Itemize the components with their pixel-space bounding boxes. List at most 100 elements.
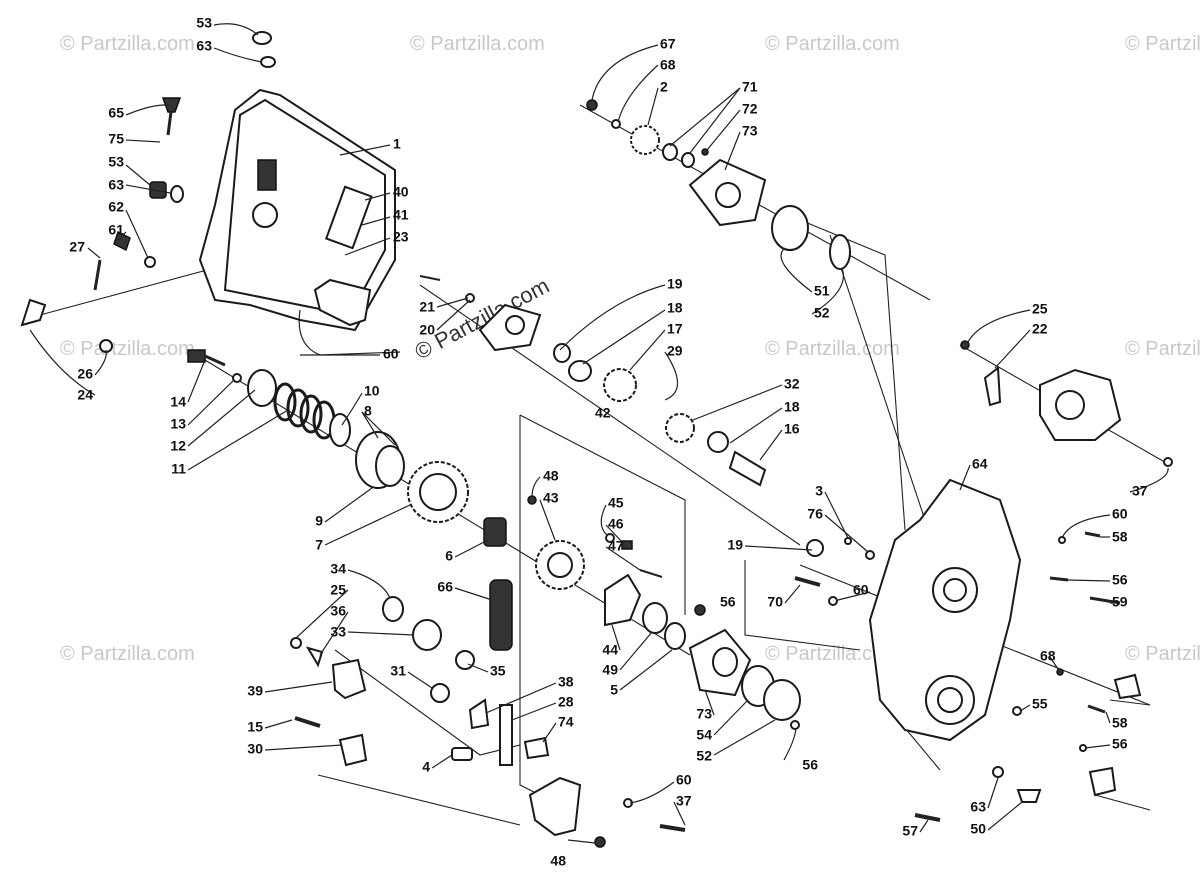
callout-30: 30	[247, 741, 263, 757]
spring	[273, 382, 336, 440]
callout-56: 56	[1112, 736, 1128, 752]
callout-6: 6	[445, 548, 453, 564]
callout-58: 58	[1112, 529, 1128, 545]
watermark: © Partzilla.com	[60, 33, 195, 55]
callout-2: 2	[660, 79, 668, 95]
callout-74: 74	[558, 714, 574, 730]
callout-58: 58	[1112, 715, 1128, 731]
callout-3: 3	[815, 483, 823, 499]
callout-12: 12	[170, 438, 186, 454]
callout-61: 61	[108, 222, 124, 238]
callout-26: 26	[77, 366, 93, 382]
watermark: © Partzilla.com	[60, 643, 195, 665]
callout-67: 67	[660, 36, 676, 52]
callout-43: 43	[543, 490, 559, 506]
callout-48: 48	[543, 468, 559, 484]
callout-24: 24	[77, 387, 93, 403]
callout-46: 46	[608, 516, 624, 532]
callout-76: 76	[807, 506, 823, 522]
callout-27: 27	[69, 239, 85, 255]
callout-40: 40	[393, 184, 409, 200]
callout-21: 21	[419, 299, 435, 315]
callout-39: 39	[247, 683, 263, 699]
callout-63: 63	[196, 38, 212, 54]
callout-70: 70	[767, 594, 783, 610]
callout-68: 68	[1040, 648, 1056, 664]
callout-16: 16	[784, 421, 800, 437]
callout-56: 56	[720, 594, 736, 610]
callout-72: 72	[742, 101, 758, 117]
callout-15: 15	[247, 719, 263, 735]
callouts: 53 63 65 75 53 63 62 61 27 1 40 41 23 26…	[69, 15, 1147, 869]
leader-lines	[29, 23, 1169, 844]
callout-45: 45	[608, 495, 624, 511]
callout-60: 60	[1112, 506, 1128, 522]
callout-73: 73	[742, 123, 758, 139]
watermark: © Partzilla.com	[1125, 338, 1200, 360]
callout-19: 19	[667, 276, 683, 292]
callout-25: 25	[330, 582, 346, 598]
callout-28: 28	[558, 694, 574, 710]
watermark: © Partzilla.com	[765, 643, 900, 665]
callout-9: 9	[315, 513, 323, 529]
watermark: © Partzilla.com	[410, 33, 545, 55]
callout-34: 34	[330, 561, 346, 577]
callout-1: 1	[393, 136, 401, 152]
watermark: © Partzilla.com	[1125, 643, 1200, 665]
callout-37: 37	[676, 793, 692, 809]
callout-36: 36	[330, 603, 346, 619]
callout-50: 50	[970, 821, 986, 837]
callout-60: 60	[383, 346, 399, 362]
callout-47: 47	[608, 538, 624, 554]
callout-48: 48	[550, 853, 566, 869]
callout-25: 25	[1032, 301, 1048, 317]
callout-52: 52	[814, 305, 830, 321]
callout-71: 71	[742, 79, 758, 95]
watermark: © Partzilla.com	[60, 338, 195, 360]
callout-42: 42	[595, 405, 611, 421]
callout-31: 31	[390, 663, 406, 679]
callout-53: 53	[108, 154, 124, 170]
callout-10: 10	[364, 383, 380, 399]
callout-29: 29	[667, 343, 683, 359]
callout-4: 4	[422, 759, 430, 775]
callout-62: 62	[108, 199, 124, 215]
parts	[20, 31, 1173, 848]
callout-68: 68	[660, 57, 676, 73]
callout-65: 65	[108, 105, 124, 121]
callout-63: 63	[970, 799, 986, 815]
callout-56: 56	[1112, 572, 1128, 588]
callout-44: 44	[602, 642, 618, 658]
callout-17: 17	[667, 321, 683, 337]
callout-18: 18	[784, 399, 800, 415]
callout-57: 57	[902, 823, 918, 839]
watermark: © Partzilla.com	[765, 33, 900, 55]
callout-13: 13	[170, 416, 186, 432]
callout-66: 66	[437, 579, 453, 595]
callout-14: 14	[170, 394, 186, 410]
callout-38: 38	[558, 674, 574, 690]
callout-23: 23	[393, 229, 409, 245]
callout-11: 11	[171, 461, 186, 477]
callout-19: 19	[727, 537, 743, 553]
callout-73: 73	[696, 706, 712, 722]
callout-56: 56	[802, 757, 818, 773]
callout-18: 18	[667, 300, 683, 316]
callout-59: 59	[1112, 594, 1128, 610]
callout-22: 22	[1032, 321, 1048, 337]
callout-49: 49	[602, 662, 618, 678]
watermark: © Partzilla.com	[765, 338, 900, 360]
callout-33: 33	[330, 624, 346, 640]
callout-60: 60	[676, 772, 692, 788]
callout-63: 63	[108, 177, 124, 193]
callout-7: 7	[315, 537, 323, 553]
watermarks: © Partzilla.com © Partzilla.com © Partzi…	[60, 33, 1200, 665]
callout-54: 54	[696, 727, 712, 743]
assembly-axes	[39, 104, 1171, 826]
callout-5: 5	[610, 682, 618, 698]
callout-8: 8	[364, 403, 372, 419]
callout-53: 53	[196, 15, 212, 31]
callout-35: 35	[490, 663, 506, 679]
callout-37: 37	[1132, 483, 1148, 499]
